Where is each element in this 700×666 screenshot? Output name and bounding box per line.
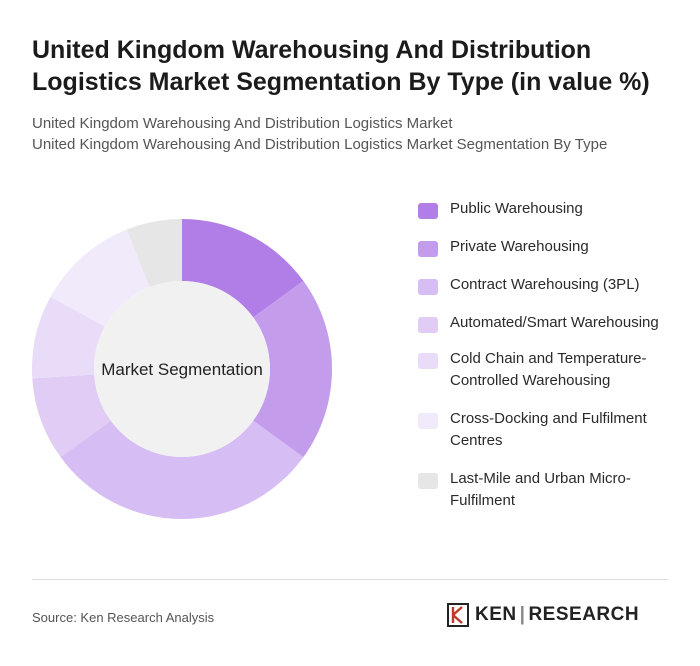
legend-item: Cross-Docking and Fulfilment Centres <box>418 408 688 452</box>
donut-center-label: Market Segmentation <box>101 360 263 379</box>
legend-item: Private Warehousing <box>418 236 688 258</box>
legend-swatch <box>418 353 438 369</box>
legend-item: Cold Chain and Temperature-Controlled Wa… <box>418 348 688 392</box>
legend-label: Cross-Docking and Fulfilment Centres <box>450 410 647 449</box>
subtitle: United Kingdom Warehousing And Distribut… <box>32 113 672 155</box>
donut-slice-6 <box>50 229 150 327</box>
page-title: United Kingdom Warehousing And Distribut… <box>32 36 650 96</box>
donut-slice-1 <box>182 219 304 318</box>
donut-slice-3 <box>60 420 304 519</box>
legend-swatch <box>418 473 438 489</box>
donut-slice-5 <box>32 296 105 379</box>
source-note: Source: Ken Research Analysis <box>32 610 215 625</box>
subtitle-line-2: United Kingdom Warehousing And Distribut… <box>32 136 608 153</box>
brand-left: KEN <box>475 604 517 625</box>
legend-label: Contract Warehousing (3PL) <box>450 276 640 293</box>
legend-item: Public Warehousing <box>418 198 688 220</box>
legend-swatch <box>418 203 438 219</box>
legend-swatch <box>418 413 438 429</box>
ken-research-logo-icon <box>447 603 469 627</box>
ken-research-wordmark: KEN|RESEARCH <box>475 604 640 625</box>
legend-item: Automated/Smart Warehousing <box>418 312 688 334</box>
legend-label: Cold Chain and Temperature-Controlled Wa… <box>450 350 647 389</box>
legend-item: Contract Warehousing (3PL) <box>418 274 688 296</box>
subtitle-line-1: United Kingdom Warehousing And Distribut… <box>32 115 453 132</box>
legend-label: Public Warehousing <box>450 200 583 217</box>
donut-slice-4 <box>32 374 111 458</box>
donut-slice-2 <box>253 280 332 458</box>
footer-divider <box>32 579 668 580</box>
brand-right: RESEARCH <box>528 604 640 625</box>
donut-chart: Market Segmentation <box>32 219 332 519</box>
legend-label: Private Warehousing <box>450 238 589 255</box>
legend-swatch <box>418 317 438 333</box>
legend-label: Last-Mile and Urban Micro-Fulfilment <box>450 470 631 509</box>
legend-swatch <box>418 279 438 295</box>
ken-research-logo: KEN|RESEARCH <box>447 603 639 627</box>
legend-label: Automated/Smart Warehousing <box>450 314 659 331</box>
legend-item: Last-Mile and Urban Micro-Fulfilment <box>418 468 688 512</box>
donut-slice-7 <box>126 219 182 288</box>
legend-swatch <box>418 241 438 257</box>
donut-center <box>94 281 270 457</box>
